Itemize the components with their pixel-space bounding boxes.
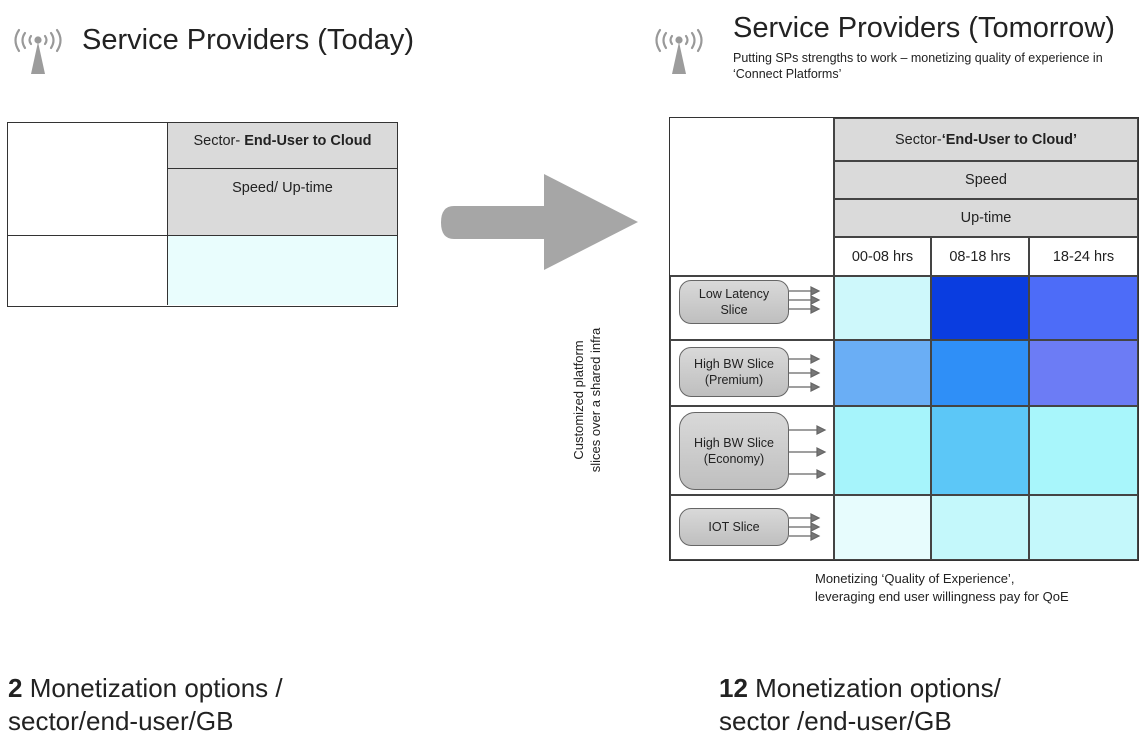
pipe-icon: High BW Slice (Premium) [679,347,789,397]
qoe-cell [931,276,1029,340]
grid-sector-prefix: Sector- [894,131,942,148]
pipe-arrows-icon [789,513,821,541]
qoe-cell [1029,495,1138,560]
qoe-cell [1029,406,1138,495]
qoe-cell [1029,340,1138,406]
slice-row-high-bw-economy: High BW Slice (Economy) [670,406,834,495]
qoe-cell [834,406,931,495]
tomorrow-summary-line2: sector /end-user/GB [719,706,952,736]
today-title: Service Providers (Today) [82,24,414,56]
today-summary-line1: Monetization options / [22,673,283,703]
slice-label-line2: Slice [720,303,748,317]
grid-speed-header: Speed [834,161,1138,199]
today-option-count: 2 [8,673,23,703]
footnote-line1: Monetizing ‘Quality of Experience’, [815,571,1015,586]
slice-row-high-bw-premium: High BW Slice (Premium) [670,340,834,406]
qoe-cell [834,340,931,406]
qoe-cell [834,495,931,560]
slice-label-line1: High BW Slice [694,436,774,450]
sector-name: End-User to Cloud [244,133,372,149]
grid-empty-corner [670,118,834,276]
right-arrow-icon [441,174,638,270]
column-header-08-18: 08-18 hrs [931,237,1029,276]
today-summary: 2 Monetization options / sector/end-user… [8,672,283,738]
slice-label-line1: IOT Slice [708,520,760,534]
slice-label-line1: High BW Slice [694,357,774,371]
antenna-icon [14,28,62,74]
today-metric-header: Speed/ Up-time [168,169,397,236]
sector-prefix: Sector- [193,133,245,149]
qoe-cell [1029,276,1138,340]
pipe-arrows-icon [789,286,821,314]
pipe-icon: IOT Slice [679,508,789,546]
today-row-label-cell [8,236,168,305]
tomorrow-title: Service Providers (Tomorrow) [733,12,1115,44]
today-empty-corner [8,123,168,236]
tomorrow-summary: 12 Monetization options/ sector /end-use… [719,672,1001,738]
today-sector-header: Sector- End-User to Cloud [168,123,397,169]
pipe-icon: High BW Slice (Economy) [679,412,789,490]
speed-uptime-label: Speed/ Up-time [232,180,333,196]
today-summary-line2: sector/end-user/GB [8,706,234,736]
antenna-icon-2 [655,28,703,74]
grid-sector-name: ‘End-User to Cloud’ [941,131,1078,148]
slices-vertical-label: Customized platform slices over a shared… [571,327,603,473]
slice-row-iot: IOT Slice [670,495,834,560]
slice-label-line1: Low Latency [698,287,770,301]
today-table: Sector- End-User to Cloud Speed/ Up-time [7,122,398,307]
qoe-cell [834,276,931,340]
grid-uptime-header: Up-time [834,199,1138,237]
tomorrow-option-count: 12 [719,673,748,703]
footnote-line2: leveraging end user willingness pay for … [815,589,1069,604]
qoe-cell [931,340,1029,406]
column-header-00-08: 00-08 hrs [834,237,931,276]
qoe-footnote: Monetizing ‘Quality of Experience’, leve… [815,570,1069,606]
grid-sector-header: Sector- ‘End-User to Cloud’ [834,118,1138,161]
qoe-cell [931,406,1029,495]
pipe-arrows-icon [789,354,821,392]
tomorrow-summary-line1: Monetization options/ [747,673,1001,703]
tomorrow-grid: Sector- ‘End-User to Cloud’ Speed Up-tim… [669,117,1139,561]
slice-label-line2: (Economy) [703,452,765,466]
qoe-cell [931,495,1029,560]
tomorrow-subtitle: Putting SPs strengths to work – monetizi… [733,51,1103,81]
today-value-cell [168,236,397,305]
column-header-18-24: 18-24 hrs [1029,237,1138,276]
slice-label-line2: (Premium) [704,373,764,387]
pipe-arrows-icon [789,425,827,479]
